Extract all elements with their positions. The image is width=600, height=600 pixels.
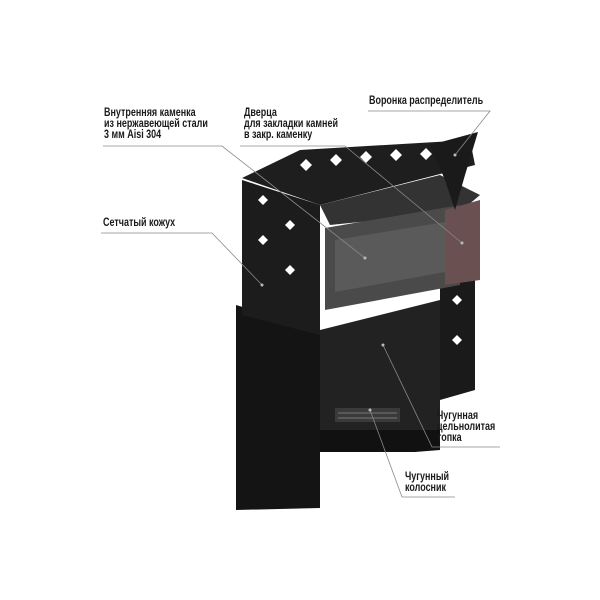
label-inner-heater: Внутренняя каменка из нержавеющей стали …	[104, 107, 208, 141]
label-mesh-casing: Сетчатый кожух	[103, 217, 176, 229]
label-line: Чугунный	[405, 471, 450, 483]
label-line: Сетчатый кожух	[103, 217, 176, 229]
label-line: цельнолитая	[437, 421, 496, 433]
label-line: Чугунная	[437, 410, 479, 422]
firebox-base	[320, 430, 440, 452]
label-firebox: Чугунная цельнолитая топка	[437, 410, 496, 444]
label-line: Дверца	[244, 107, 277, 119]
label-line: 3 мм Aisi 304	[104, 129, 162, 141]
leader-mesh-casing	[101, 232, 263, 286]
label-line: топка	[437, 432, 462, 444]
funnel	[430, 132, 478, 210]
mesh-casing-side	[242, 180, 320, 335]
ash-grate	[335, 408, 400, 422]
mesh-pattern	[258, 148, 462, 345]
label-line: Воронка распределитель	[369, 95, 484, 107]
leader-door	[240, 145, 463, 244]
leader-grate	[369, 409, 455, 498]
label-line: из нержавеющей стали	[104, 118, 208, 130]
leader-inner-heater	[103, 145, 366, 259]
label-line: в закр. каменку	[244, 129, 313, 141]
leader-lines	[101, 110, 500, 498]
inner-heater-chamber	[335, 222, 445, 292]
label-door: Дверца для закладки камней в закр. камен…	[244, 107, 338, 141]
firebox-front	[320, 300, 440, 430]
label-line: Внутренняя каменка	[104, 107, 196, 119]
leader-funnel	[368, 110, 491, 156]
label-funnel: Воронка распределитель	[369, 95, 484, 107]
firebox-side	[236, 305, 320, 510]
mesh-casing-back	[242, 140, 475, 205]
label-line: колосник	[405, 482, 446, 494]
leader-endpoints	[260, 153, 464, 412]
mesh-casing-right	[440, 270, 475, 400]
label-grate: Чугунный колосник	[405, 471, 450, 494]
leader-firebox	[382, 344, 500, 448]
label-line: для закладки камней	[244, 118, 338, 130]
